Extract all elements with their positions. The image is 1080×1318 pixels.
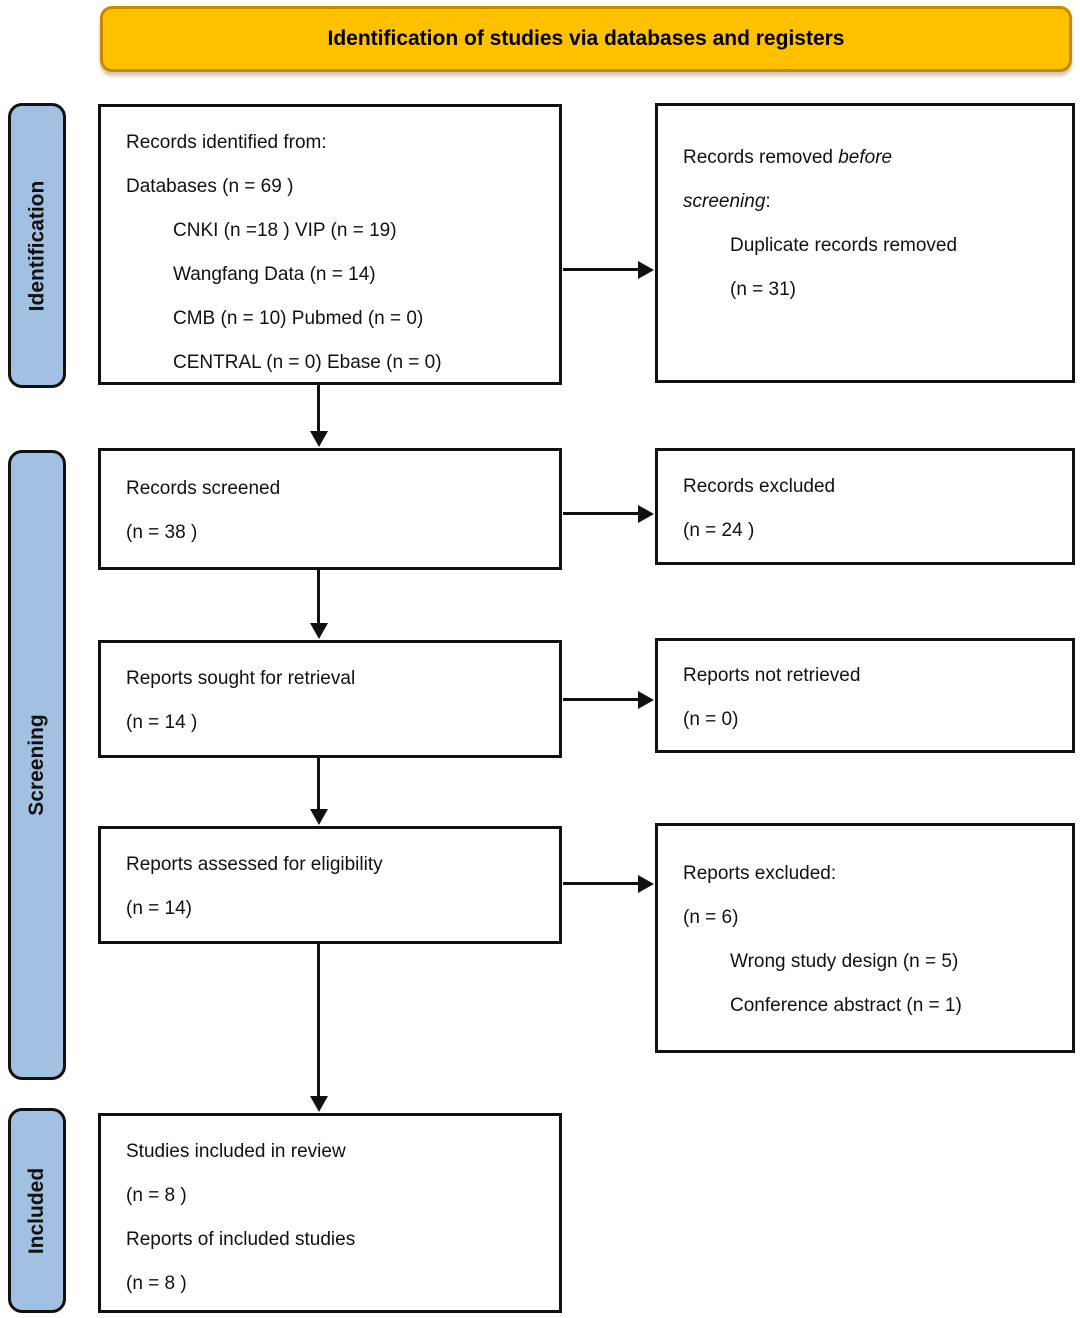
studies-included-line2: (n = 8 ) <box>126 1185 187 1206</box>
stage-label-identification: Identification <box>8 103 66 388</box>
down-arrow-screened-to-sought <box>317 570 320 624</box>
studies-included-line1: Studies included in review <box>126 1141 346 1162</box>
right-arrow-sought-to-not-retrieved <box>563 698 639 701</box>
down-arrow-assessed-to-included <box>317 944 320 1097</box>
reports-assessed-line1: Reports assessed for eligibility <box>126 854 383 875</box>
reports-sought-line2: (n = 14 ) <box>126 712 198 733</box>
records-removed-line4: (n = 31) <box>730 279 797 300</box>
box-records-screened: Records screened (n = 38 ) <box>98 448 562 570</box>
right-arrow-assessed-to-excluded <box>563 882 639 885</box>
stage-label-included: Included <box>8 1108 66 1313</box>
stage-label-screening-text: Screening <box>25 714 49 816</box>
studies-included-line4: (n = 8 ) <box>126 1273 187 1294</box>
records-removed-line1-italic: before <box>838 147 893 168</box>
records-identified-line2: Databases (n = 69 ) <box>126 176 294 197</box>
records-removed-line3: Duplicate records removed <box>730 235 958 256</box>
right-arrow-identified-to-removed <box>563 268 639 271</box>
reports-not-retrieved-line2: (n = 0) <box>683 709 739 730</box>
records-identified-line5: CMB (n = 10) Pubmed (n = 0) <box>173 308 424 329</box>
records-excluded-line2: (n = 24 ) <box>683 520 755 541</box>
header-banner: Identification of studies via databases … <box>100 6 1072 72</box>
box-reports-sought: Reports sought for retrieval (n = 14 ) <box>98 640 562 758</box>
records-removed-line1-text: Records removed <box>683 147 839 168</box>
records-screened-line1: Records screened <box>126 478 281 499</box>
records-removed-line2-text: : <box>765 191 771 212</box>
records-removed-line2-italic: screening <box>683 191 766 212</box>
stage-label-identification-text: Identification <box>25 180 49 311</box>
box-records-identified: Records identified from: Databases (n = … <box>98 104 562 385</box>
box-records-excluded: Records excluded (n = 24 ) <box>655 448 1075 565</box>
reports-excluded-line1: Reports excluded: <box>683 863 837 884</box>
box-records-removed: Records removed before screening: Duplic… <box>655 103 1075 383</box>
reports-excluded-line4: Conference abstract (n = 1) <box>730 995 962 1016</box>
reports-excluded-line3: Wrong study design (n = 5) <box>730 951 959 972</box>
reports-not-retrieved-line1: Reports not retrieved <box>683 665 861 686</box>
reports-sought-line1: Reports sought for retrieval <box>126 668 356 689</box>
right-arrow-screened-to-excluded <box>563 512 639 515</box>
records-identified-line4: Wangfang Data (n = 14) <box>173 264 376 285</box>
down-arrow-identified-to-screened <box>317 385 320 432</box>
reports-excluded-line2: (n = 6) <box>683 907 739 928</box>
records-identified-line1: Records identified from: <box>126 132 327 153</box>
box-reports-excluded: Reports excluded: (n = 6) Wrong study de… <box>655 823 1075 1053</box>
records-removed-line1: Records removed before <box>658 136 1072 180</box>
records-identified-line3: CNKI (n =18 ) VIP (n = 19) <box>173 220 397 241</box>
records-screened-line2: (n = 38 ) <box>126 522 198 543</box>
down-arrow-sought-to-assessed <box>317 758 320 810</box>
studies-included-line3: Reports of included studies <box>126 1229 356 1250</box>
stage-label-included-text: Included <box>25 1167 48 1254</box>
reports-assessed-line2: (n = 14) <box>126 898 193 919</box>
records-excluded-line1: Records excluded <box>683 476 836 497</box>
box-reports-assessed: Reports assessed for eligibility (n = 14… <box>98 826 562 944</box>
stage-label-screening: Screening <box>8 450 66 1080</box>
records-removed-line2: screening: <box>658 180 1072 224</box>
records-identified-line6: CENTRAL (n = 0) Ebase (n = 0) <box>173 352 442 373</box>
box-reports-not-retrieved: Reports not retrieved (n = 0) <box>655 638 1075 753</box>
header-title: Identification of studies via databases … <box>327 27 845 50</box>
box-studies-included: Studies included in review (n = 8 ) Repo… <box>98 1113 562 1313</box>
